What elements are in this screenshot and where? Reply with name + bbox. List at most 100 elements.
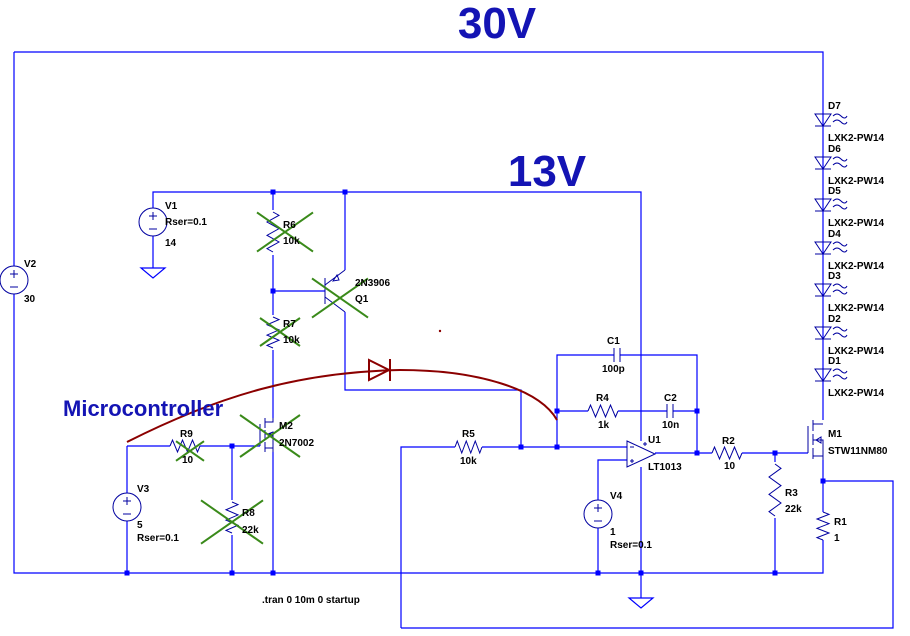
label-30v: 30V bbox=[458, 0, 537, 48]
junction-node bbox=[554, 408, 560, 414]
component-labels: D7LXK2-PW14D6LXK2-PW14D5LXK2-PW14D4LXK2-… bbox=[24, 101, 888, 551]
junction-node bbox=[772, 450, 778, 456]
label-microcontroller: Microcontroller bbox=[63, 396, 224, 421]
r2-name-label: R2 bbox=[722, 436, 735, 447]
junction-node bbox=[595, 570, 601, 576]
D2-model: LXK2-PW14 bbox=[828, 346, 885, 357]
c1-value-label: 100p bbox=[602, 364, 625, 375]
R8-resistor-icon[interactable] bbox=[224, 501, 240, 534]
r1-name-label: R1 bbox=[834, 517, 847, 528]
R7-resistor-icon[interactable] bbox=[265, 316, 281, 349]
D6-model: LXK2-PW14 bbox=[828, 176, 885, 187]
spice-directive[interactable]: .tran 0 10m 0 startup bbox=[262, 595, 360, 606]
junction-node bbox=[772, 570, 778, 576]
junction-node bbox=[638, 570, 644, 576]
D5-led-icon[interactable] bbox=[814, 198, 848, 212]
D7-led-icon[interactable] bbox=[814, 113, 848, 127]
junction-node bbox=[694, 408, 700, 414]
r7-name-label: R7 bbox=[283, 319, 296, 330]
q1-model-label: 2N3906 bbox=[355, 278, 390, 289]
R2-resistor-icon[interactable] bbox=[711, 445, 743, 461]
junction-node bbox=[694, 450, 700, 456]
D2-led-icon[interactable] bbox=[814, 326, 848, 340]
r1-value-label: 1 bbox=[834, 533, 840, 544]
D6-name: D6 bbox=[828, 144, 841, 155]
junction-node bbox=[229, 443, 235, 449]
v3-value-label: 5 bbox=[137, 520, 143, 531]
C2-capacitor-icon[interactable] bbox=[666, 404, 674, 418]
q1-name-label: Q1 bbox=[355, 294, 369, 305]
V3-voltage-source-icon[interactable] bbox=[112, 492, 142, 522]
D4-model: LXK2-PW14 bbox=[828, 261, 885, 272]
r5-value-label: 10k bbox=[460, 456, 477, 467]
C1-capacitor-icon[interactable] bbox=[613, 348, 621, 362]
junction-node bbox=[229, 570, 235, 576]
R5-resistor-icon[interactable] bbox=[454, 439, 483, 455]
v1-rser-label: Rser=0.1 bbox=[165, 217, 207, 228]
r9-value-label: 10 bbox=[182, 455, 194, 466]
annotation-arrow-curve bbox=[126, 368, 558, 443]
D1-name: D1 bbox=[828, 356, 841, 367]
v3-rser-label: Rser=0.1 bbox=[137, 533, 179, 544]
V4-voltage-source-icon[interactable] bbox=[583, 499, 613, 529]
m2-name-label: M2 bbox=[279, 421, 293, 432]
D7-model: LXK2-PW14 bbox=[828, 133, 885, 144]
D4-led-icon[interactable] bbox=[814, 241, 848, 255]
R1-resistor-icon[interactable] bbox=[815, 511, 831, 541]
junction-node bbox=[518, 444, 524, 450]
D1-led-icon[interactable] bbox=[814, 368, 848, 382]
D3-model: LXK2-PW14 bbox=[828, 303, 885, 314]
junction-node bbox=[820, 478, 826, 484]
m1-name-label: M1 bbox=[828, 429, 842, 440]
u1-name-label: U1 bbox=[648, 435, 661, 446]
c1-name-label: C1 bbox=[607, 336, 620, 347]
r7-value-label: 10k bbox=[283, 335, 300, 346]
D3-led-icon[interactable] bbox=[814, 283, 848, 297]
c2-name-label: C2 bbox=[664, 393, 677, 404]
v3-name-label: V3 bbox=[137, 484, 150, 495]
c2-value-label: 10n bbox=[662, 420, 679, 431]
D4-name: D4 bbox=[828, 229, 841, 240]
r6-value-label: 10k bbox=[283, 236, 300, 247]
D1-model: LXK2-PW14 bbox=[828, 388, 885, 399]
r6-name-label: R6 bbox=[283, 220, 296, 231]
D3-name: D3 bbox=[828, 271, 841, 282]
disabled-component-crosses bbox=[175, 211, 369, 545]
U1-opamp-icon[interactable] bbox=[626, 440, 657, 468]
r3-name-label: R3 bbox=[785, 488, 798, 499]
junction-node bbox=[270, 570, 276, 576]
junction-node bbox=[342, 189, 348, 195]
v1-value-label: 14 bbox=[165, 238, 177, 249]
V1-voltage-source-icon[interactable] bbox=[138, 207, 168, 237]
R3-resistor-icon[interactable] bbox=[768, 463, 782, 517]
r8-value-label: 22k bbox=[242, 525, 259, 536]
R8-cross-icon bbox=[200, 499, 264, 545]
v2-name-label: V2 bbox=[24, 259, 37, 270]
V2-voltage-source-icon[interactable] bbox=[0, 265, 29, 295]
D5-model: LXK2-PW14 bbox=[828, 218, 885, 229]
r9-name-label: R9 bbox=[180, 429, 193, 440]
junction-node bbox=[124, 570, 130, 576]
r8-name-label: R8 bbox=[242, 508, 255, 519]
v1-name-label: V1 bbox=[165, 201, 178, 212]
junction-dots bbox=[124, 189, 826, 576]
junction-node bbox=[554, 444, 560, 450]
D6-led-icon[interactable] bbox=[814, 156, 848, 170]
D5-name: D5 bbox=[828, 186, 841, 197]
R4-resistor-icon[interactable] bbox=[587, 403, 619, 419]
R9-cross-icon bbox=[175, 440, 205, 462]
R9-resistor-icon[interactable] bbox=[169, 438, 201, 454]
m2-model-label: 2N7002 bbox=[279, 438, 314, 449]
r2-value-label: 10 bbox=[724, 461, 736, 472]
M1-nmos-icon[interactable] bbox=[807, 420, 824, 460]
annotation-diode-icon bbox=[368, 358, 392, 382]
r4-value-label: 1k bbox=[598, 420, 610, 431]
u1-model-label: LT1013 bbox=[648, 462, 682, 473]
r4-name-label: R4 bbox=[596, 393, 609, 404]
r3-value-label: 22k bbox=[785, 504, 802, 515]
R7-cross-icon bbox=[259, 317, 301, 347]
Q1-pnp-transistor-icon[interactable] bbox=[324, 269, 346, 313]
R6-resistor-icon[interactable] bbox=[265, 211, 281, 253]
R6-cross-icon bbox=[256, 211, 314, 253]
